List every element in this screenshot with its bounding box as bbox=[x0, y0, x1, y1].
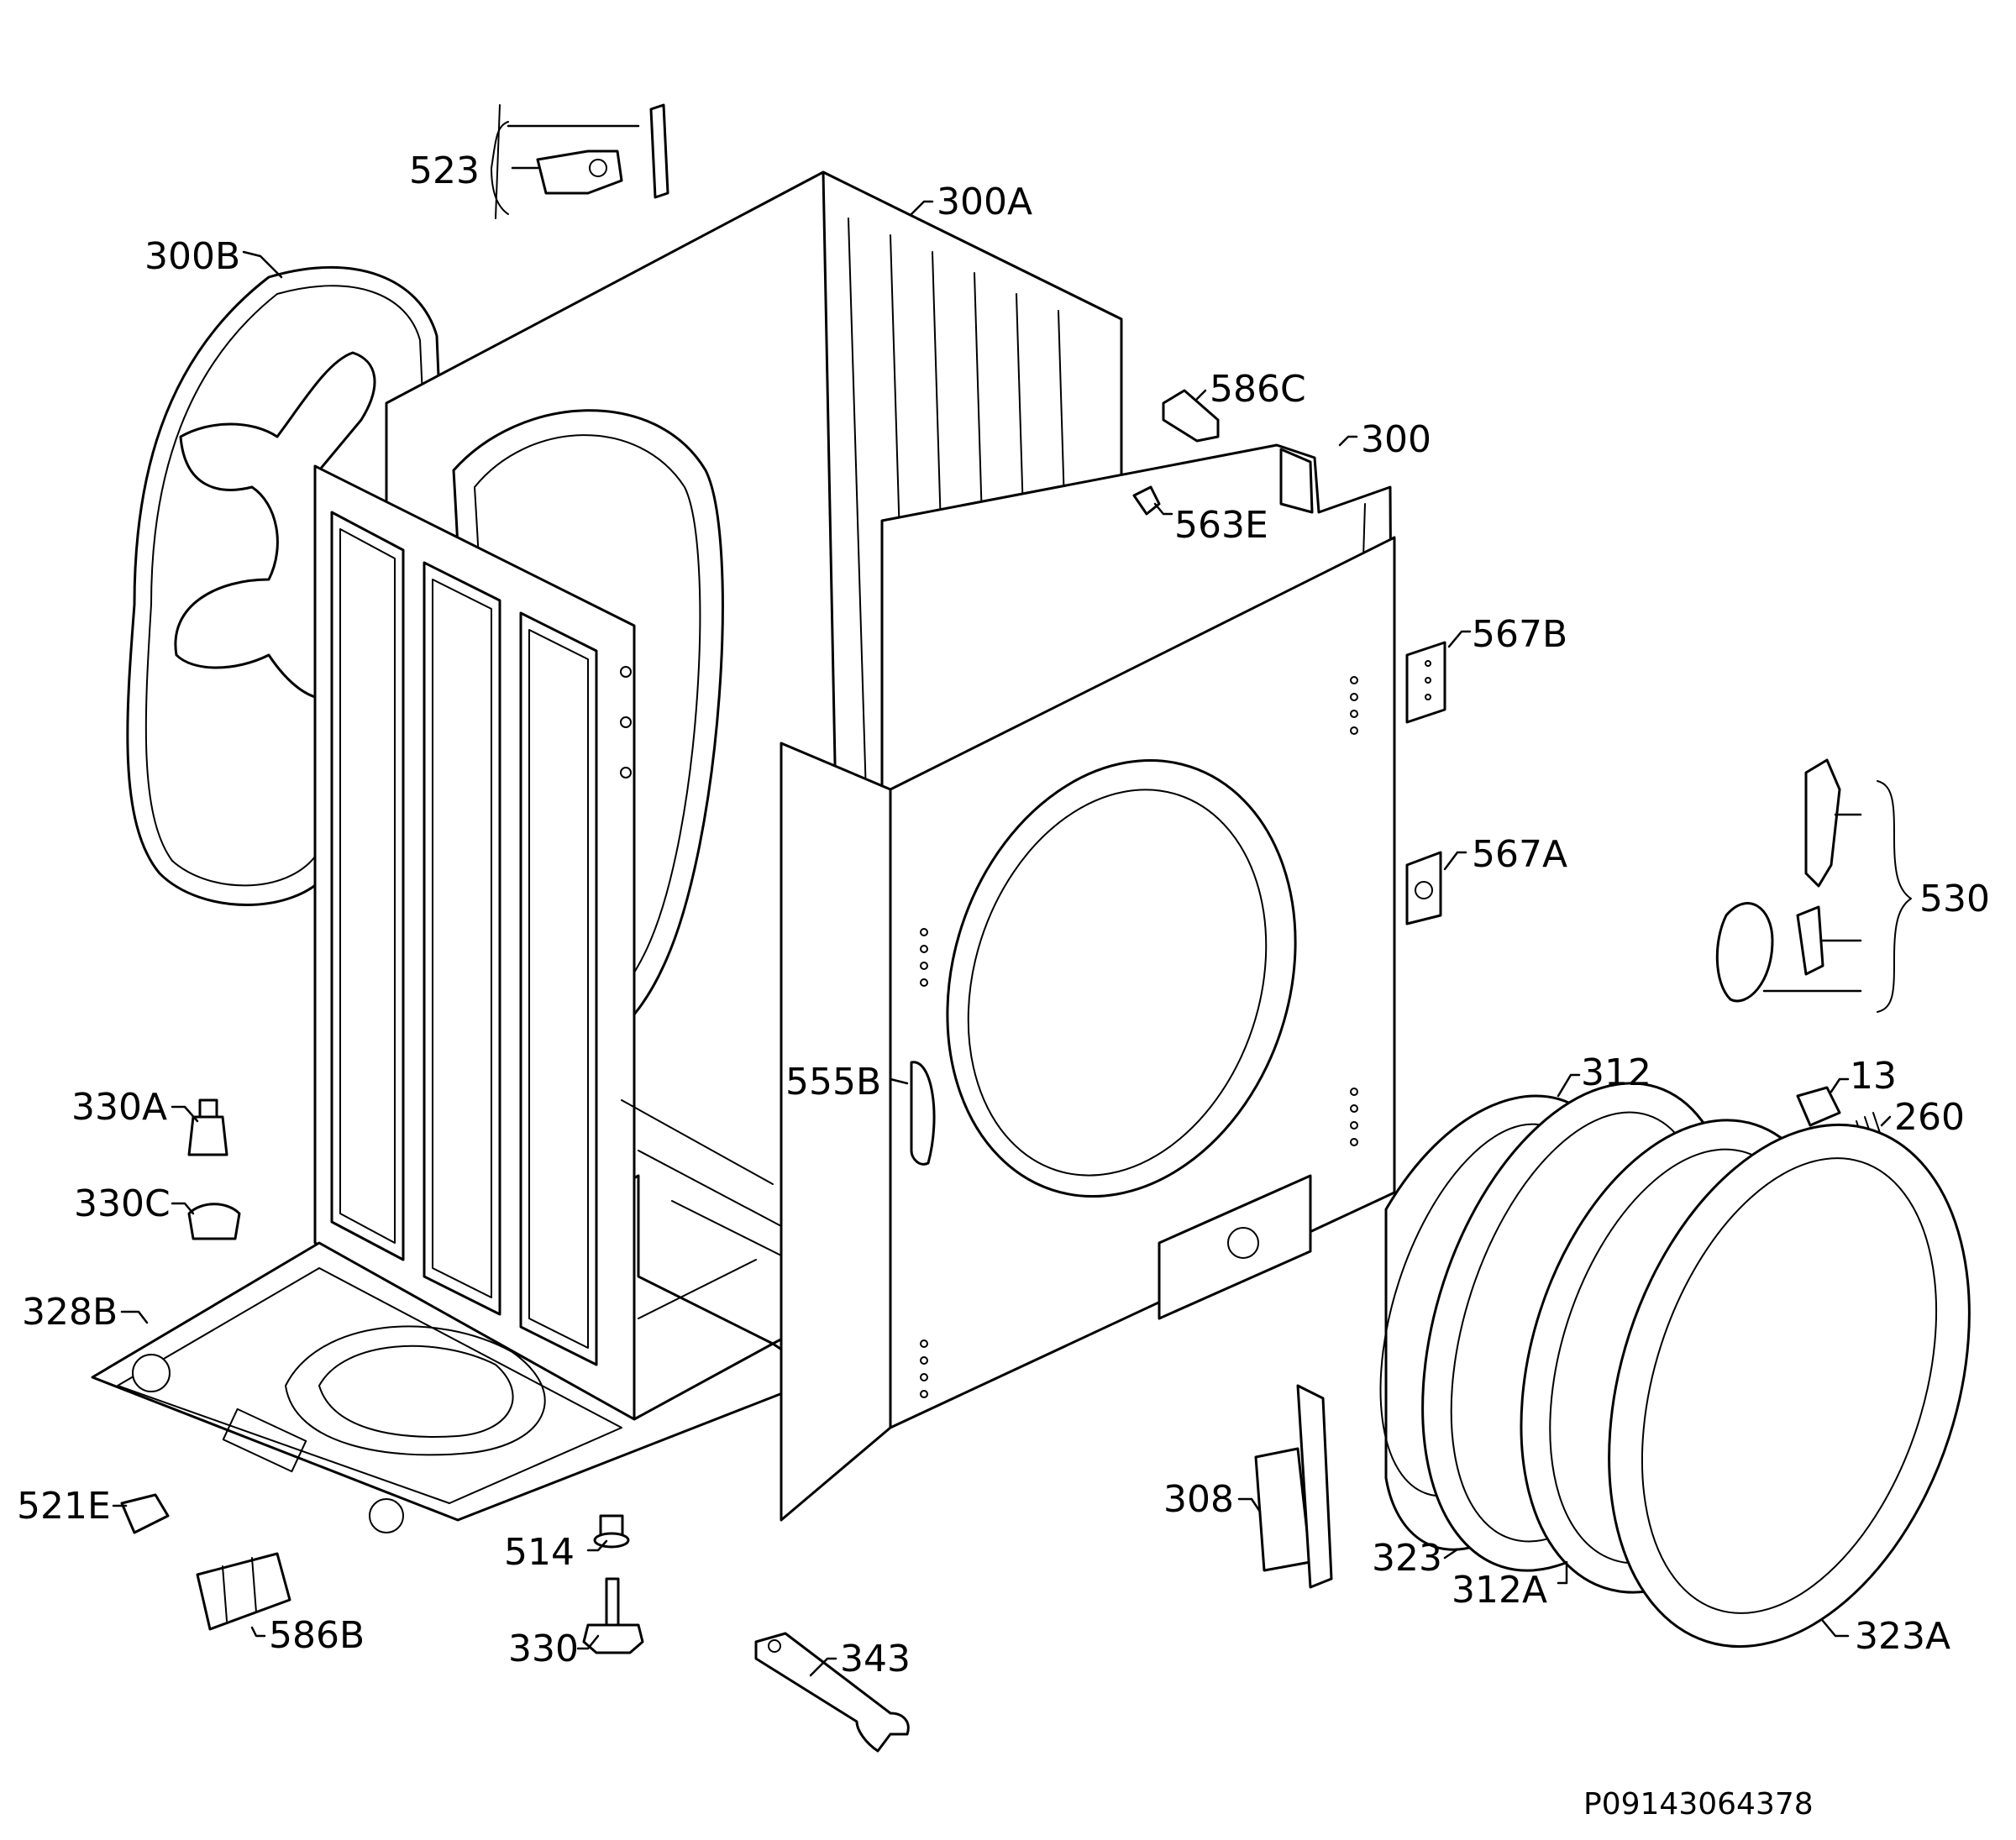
label-330C: 330C bbox=[74, 1182, 171, 1225]
part-586C-clip bbox=[1162, 389, 1220, 443]
part-563E-screw bbox=[1132, 485, 1161, 516]
label-567A: 567A bbox=[1472, 833, 1567, 876]
part-523-bracket bbox=[491, 103, 669, 219]
part-586B-pump bbox=[196, 1552, 291, 1631]
label-300A: 300A bbox=[937, 181, 1032, 223]
part-521E-sensor bbox=[120, 1493, 170, 1534]
label-330: 330 bbox=[508, 1628, 579, 1670]
label-563E: 563E bbox=[1174, 504, 1268, 547]
label-330A: 330A bbox=[71, 1086, 167, 1129]
label-323A: 323A bbox=[1855, 1615, 1950, 1658]
front-panel-holes bbox=[920, 676, 1358, 1398]
leader-lines bbox=[112, 200, 1892, 1677]
label-567B: 567B bbox=[1472, 613, 1567, 656]
part-567A-plate bbox=[1405, 851, 1442, 925]
label-328B: 328B bbox=[22, 1291, 118, 1334]
label-555B: 555B bbox=[785, 1061, 881, 1103]
label-312A: 312A bbox=[1452, 1569, 1547, 1612]
part-323A-door-ring bbox=[1608, 1123, 1971, 1649]
diagram-reference-code: P09143064378 bbox=[1583, 1787, 1814, 1822]
label-13: 13 bbox=[1850, 1055, 1897, 1098]
label-300: 300 bbox=[1361, 418, 1431, 461]
label-308: 308 bbox=[1163, 1478, 1234, 1521]
part-308-hinge bbox=[1254, 1384, 1333, 1589]
label-523: 523 bbox=[409, 149, 480, 192]
label-514: 514 bbox=[504, 1531, 575, 1574]
label-343: 343 bbox=[840, 1638, 911, 1680]
part-13-knob bbox=[1796, 1086, 1841, 1127]
callout-labels: 523 300A 300B 586C 300 563E 567B 567A 53… bbox=[17, 149, 1990, 1822]
label-323: 323 bbox=[1372, 1537, 1442, 1580]
label-521E: 521E bbox=[17, 1485, 111, 1528]
label-586B: 586B bbox=[269, 1614, 365, 1657]
part-330-foot bbox=[582, 1577, 644, 1654]
part-530-door-lock bbox=[1715, 758, 1912, 1013]
part-330A-valve bbox=[187, 1098, 228, 1156]
label-586C: 586C bbox=[1210, 368, 1306, 411]
part-567B-plate bbox=[1405, 641, 1446, 724]
label-530: 530 bbox=[1919, 878, 1990, 920]
label-312: 312 bbox=[1581, 1051, 1651, 1094]
label-300B: 300B bbox=[144, 235, 240, 278]
part-330C-cap bbox=[187, 1203, 241, 1240]
part-514-foot bbox=[593, 1514, 630, 1549]
part-343-wrench bbox=[754, 1632, 910, 1753]
part-300-front-panel bbox=[780, 443, 1396, 1522]
label-260: 260 bbox=[1894, 1096, 1965, 1139]
